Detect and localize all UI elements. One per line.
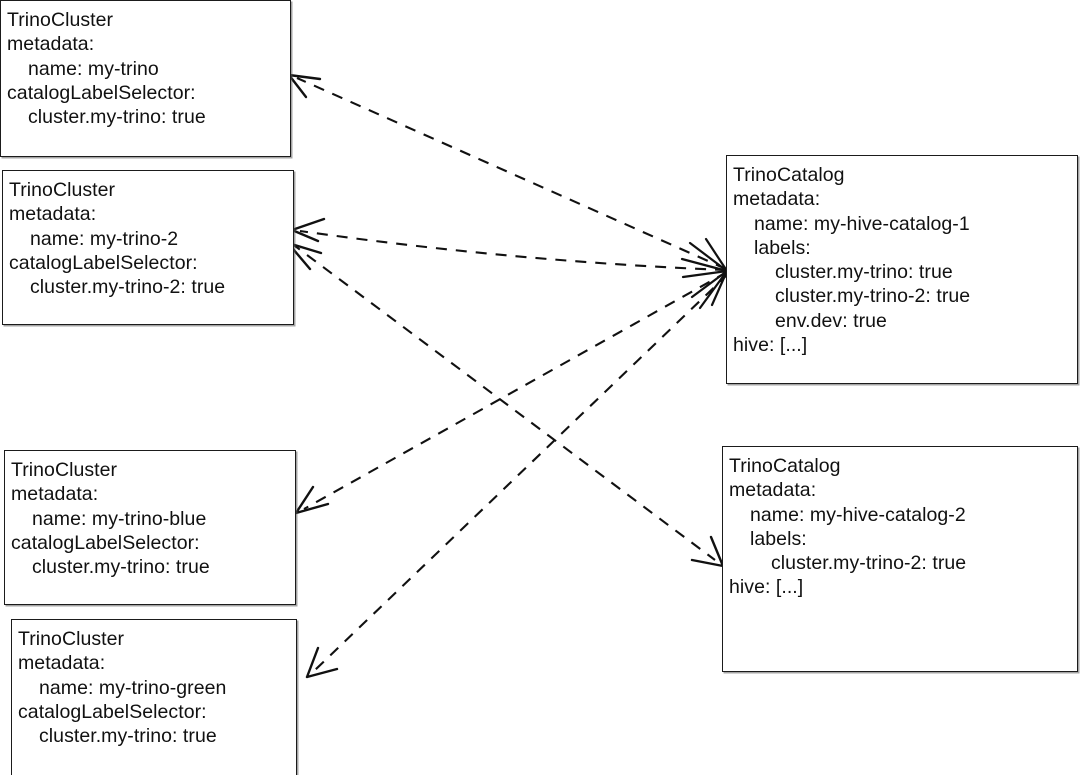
node-line: cluster.my-trino: true bbox=[775, 261, 953, 284]
node-line: name: my-hive-catalog-2 bbox=[750, 503, 966, 526]
node-line: TrinoCluster bbox=[11, 459, 118, 481]
node-line: cluster.my-trino-2: true bbox=[771, 552, 967, 575]
node-line: name: my-trino-2 bbox=[30, 227, 179, 250]
node-line: catalogLabelSelector: bbox=[7, 81, 196, 104]
node-line: hive: [...] bbox=[729, 576, 804, 599]
edge-catalog1-to-my-trino-2 bbox=[290, 217, 727, 272]
node-line: cluster.my-trino: true bbox=[39, 725, 217, 748]
node-line: cluster.my-trino-2: true bbox=[775, 285, 971, 308]
node-line: metadata: bbox=[729, 479, 817, 502]
node-cluster-my-trino-2[interactable]: TrinoCluster metadata: name: my-trino-2 … bbox=[2, 170, 294, 325]
arrow-convergence-fan bbox=[680, 237, 729, 310]
node-line: metadata: bbox=[18, 652, 106, 675]
node-catalog-my-hive-catalog-2[interactable]: TrinoCatalog metadata: name: my-hive-cat… bbox=[722, 446, 1078, 672]
node-cluster-my-trino-green[interactable]: TrinoCluster metadata: name: my-trino-gr… bbox=[11, 619, 297, 775]
node-line: cluster.my-trino-2: true bbox=[30, 276, 226, 299]
node-line: catalogLabelSelector: bbox=[18, 700, 207, 723]
edge-my-trino-2-to-catalog2 bbox=[290, 242, 725, 568]
node-line: metadata: bbox=[9, 203, 97, 226]
node-line: TrinoCatalog bbox=[733, 164, 845, 186]
node-line: metadata: bbox=[733, 188, 821, 211]
edge-catalog1-to-my-trino-green bbox=[305, 273, 729, 679]
node-line: catalogLabelSelector: bbox=[11, 531, 200, 554]
node-line: labels: bbox=[754, 236, 811, 259]
node-line: name: my-trino-blue bbox=[32, 507, 207, 530]
node-line: metadata: bbox=[7, 33, 95, 56]
node-line: TrinoCluster bbox=[18, 628, 125, 650]
node-line: TrinoCluster bbox=[7, 9, 114, 31]
node-line: labels: bbox=[750, 527, 807, 550]
node-line: TrinoCatalog bbox=[729, 455, 841, 477]
node-line: metadata: bbox=[11, 483, 99, 506]
node-line: hive: [...] bbox=[733, 334, 808, 357]
edge-catalog1-to-my-trino-blue bbox=[294, 271, 728, 515]
edge-catalog1-to-my-trino bbox=[287, 73, 727, 270]
node-line: name: my-trino-green bbox=[39, 676, 227, 699]
node-cluster-my-trino-blue[interactable]: TrinoCluster metadata: name: my-trino-bl… bbox=[4, 450, 296, 605]
node-catalog-my-hive-catalog-1[interactable]: TrinoCatalog metadata: name: my-hive-cat… bbox=[726, 155, 1078, 384]
node-cluster-my-trino[interactable]: TrinoCluster metadata: name: my-trino ca… bbox=[0, 0, 291, 157]
node-line: catalogLabelSelector: bbox=[9, 251, 198, 274]
node-line: name: my-hive-catalog-1 bbox=[754, 212, 970, 235]
node-line: cluster.my-trino: true bbox=[28, 106, 206, 129]
node-line: env.dev: true bbox=[775, 309, 887, 332]
node-line: TrinoCluster bbox=[9, 179, 116, 201]
node-line: name: my-trino bbox=[28, 57, 159, 80]
node-line: cluster.my-trino: true bbox=[32, 556, 210, 579]
